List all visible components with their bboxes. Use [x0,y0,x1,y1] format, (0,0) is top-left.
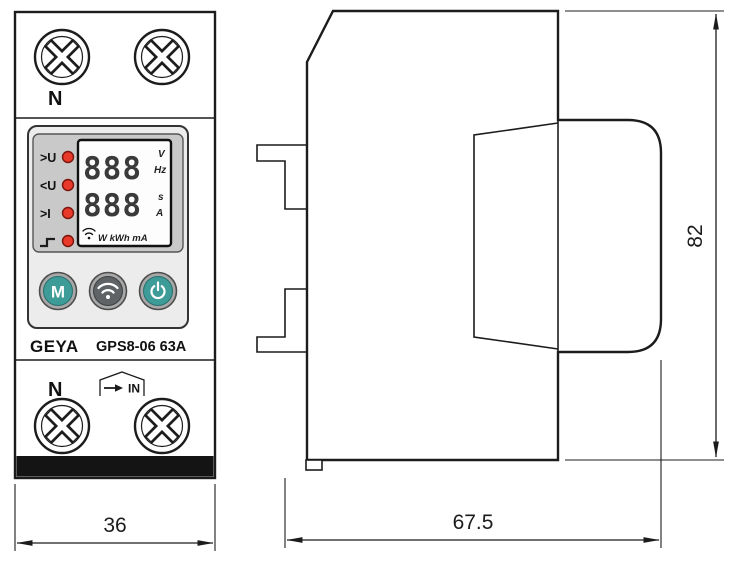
button-row: M [38,271,178,311]
led-under-voltage [61,178,75,192]
lcd-display: 888 888 V Hz s A W kWh mA [76,138,173,248]
front-view: N >U <U >I 888 888 V Hz s A [13,10,217,480]
mode-button-label: M [51,283,65,302]
dimension-width: 36 [14,484,216,551]
screw-terminal-bottom-right [135,399,189,453]
dim-width-label: 36 [103,514,126,537]
power-icon [150,281,166,300]
surge-icon [40,237,55,248]
screw-terminal-bottom-left [35,399,89,453]
side-view [256,9,663,471]
side-bezel-profile [473,122,559,350]
dim-height-label: 82 [684,224,707,247]
lcd-unit-a: A [155,208,163,219]
dimension-height: 82 [565,10,724,461]
dim-depth-label: 67.5 [453,511,494,534]
input-direction-symbol: IN [99,371,145,396]
lcd-row1-digits: 888 [83,151,142,187]
led-over-voltage [61,150,75,164]
model-number: GPS8-06 63A [96,339,187,355]
in-label: IN [128,382,140,396]
side-body-outline [305,9,663,462]
terminal-bottom-label: N [48,379,62,401]
dimension-depth: 67.5 [284,360,662,548]
wifi-icon [97,282,119,299]
terminal-top-label: N [48,88,62,110]
lcd-units-bottom: W kWh mA [98,233,148,244]
lcd-unit-hz: Hz [154,165,166,176]
led-surge [61,234,75,248]
in-housing-outline [99,371,145,396]
led-indicators: >U <U >I [40,150,75,248]
side-bottom-foot [305,459,323,471]
din-clip-bottom-latch [256,288,307,353]
mode-button: M [38,271,78,311]
led-label-under-voltage: <U [40,179,56,193]
dimension-annotations: 82 67.5 36 [14,10,724,551]
lcd-row2-digits: 888 [83,188,142,224]
din-clip-band [16,456,214,477]
lcd-unit-s: s [158,192,164,203]
brand-logo: GEYA [30,337,79,356]
lcd-frame [76,138,173,248]
screw-terminal-top-left [35,30,89,84]
set-button [138,271,178,311]
led-over-current [61,206,75,220]
lcd-unit-v: V [158,149,166,160]
wifi-button [88,271,128,311]
screw-terminal-top-right [135,30,189,84]
led-label-over-voltage: >U [40,151,56,165]
din-clip-top-hook [256,144,307,210]
led-label-over-current: >I [40,207,51,221]
arrow-in-icon [104,384,123,392]
wifi-signal-icon [82,227,96,240]
